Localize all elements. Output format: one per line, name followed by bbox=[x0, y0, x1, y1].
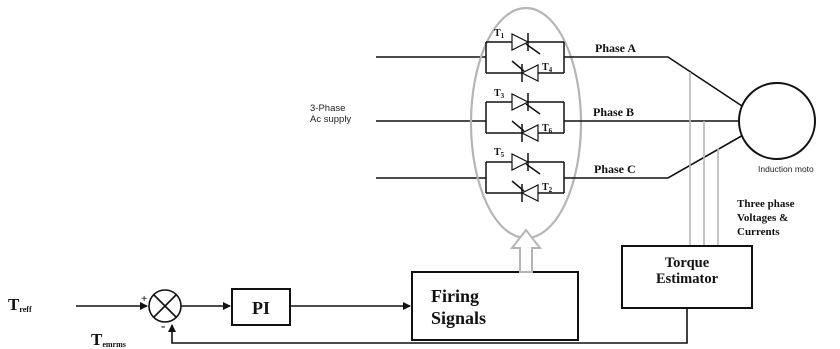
phase-a-line bbox=[564, 56, 746, 109]
firing-signals-block bbox=[411, 271, 579, 341]
firing-pulse-arrow bbox=[509, 228, 543, 273]
phase-b-label: Phase B bbox=[593, 105, 634, 119]
phase-a-label: Phase A bbox=[595, 41, 636, 55]
torque-estimator-line2: Estimator bbox=[656, 271, 719, 287]
thyristor-label-t1: T1 bbox=[494, 28, 505, 40]
thyristor-pair-b bbox=[485, 93, 565, 142]
thyristor-pair-c bbox=[485, 153, 565, 202]
thyristor-label-t5: T5 bbox=[494, 147, 505, 159]
measurement-label-line2: Voltages & bbox=[737, 212, 788, 224]
estimated-torque-label: Temrms bbox=[91, 330, 126, 349]
supply-label-line1: 3-Phase bbox=[310, 103, 345, 114]
pi-label: PI bbox=[252, 298, 270, 318]
thyristor-label-t6: T6 bbox=[542, 123, 553, 135]
firing-signals-line2: Signals bbox=[431, 308, 486, 328]
thyristor-label-t4: T4 bbox=[542, 62, 553, 74]
torque-estimator-block bbox=[621, 245, 753, 309]
firing-signals-line1: Firing bbox=[431, 286, 479, 306]
pi-controller-block bbox=[231, 288, 291, 326]
measurement-label-line3: Currents bbox=[737, 226, 780, 238]
minus-sign: - bbox=[161, 318, 165, 333]
thyristor-pair-a bbox=[485, 33, 565, 82]
phase-c-label: Phase C bbox=[594, 162, 636, 176]
measurement-label-line1: Three phase bbox=[737, 198, 795, 210]
torque-estimator-line1: Torque bbox=[665, 255, 710, 271]
phase-c-line bbox=[564, 133, 746, 179]
thyristor-label-t2: T2 bbox=[542, 182, 553, 194]
motor-label: Induction moto bbox=[758, 164, 814, 174]
reference-torque-label: Treff bbox=[8, 295, 32, 314]
torque-feedback-path bbox=[168, 308, 688, 344]
thyristor-label-t3: T3 bbox=[494, 88, 505, 100]
supply-label-line2: Ac supply bbox=[310, 114, 351, 125]
induction-motor bbox=[738, 82, 816, 160]
plus-sign: + bbox=[141, 293, 147, 305]
